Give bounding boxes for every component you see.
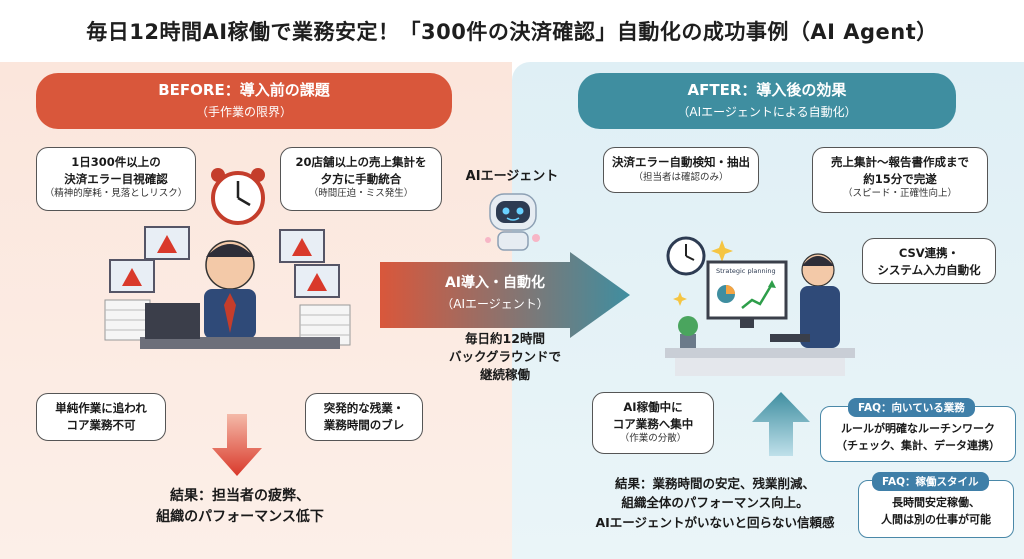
after-header: AFTER：導入後の効果 （AIエージェントによる自動化） (578, 73, 956, 129)
before-issue-4-line-1: 突発的な残業・ (323, 401, 405, 415)
faq-suitable-work: ルールが明確なルーチンワーク （チェック、集計、データ連携） (820, 406, 1016, 462)
after-effect-2-line-2: 約15分で完遂 (863, 171, 937, 186)
faq-1-line-2: （チェック、集計、データ連携） (835, 438, 1000, 452)
before-result: 結果：担当者の疲弊、 組織のパフォーマンス低下 (95, 486, 385, 528)
faq-2-line-1: 長時間安定稼働、 (892, 496, 980, 509)
after-effect-3-line-1: CSV連携・ (898, 246, 960, 260)
after-result-line-1: 結果：業務時間の安定、残業削減、 (614, 476, 815, 491)
before-issue-2-sub: （時間圧迫・ミス発生） (308, 188, 414, 200)
after-effect-1-sub: （担当者は確認のみ） (633, 171, 729, 183)
robot-icon (485, 193, 540, 251)
before-issue-2-line-1: 20店舗以上の売上集計を (295, 155, 427, 169)
faq-tag-operation-style: FAQ：稼働スタイル (872, 472, 989, 491)
before-issue-no-core-work: 単純作業に追われ コア業務不可 (36, 393, 166, 441)
sparkle-icon (673, 240, 733, 306)
alarm-clock-icon (211, 168, 265, 225)
after-effect-csv: CSV連携・ システム入力自動化 (862, 238, 996, 284)
before-header-subtitle: （手作業の限界） (195, 105, 292, 119)
before-issue-4-line-2: 業務時間のブレ (323, 417, 405, 432)
warning-monitors (109, 226, 340, 298)
after-header-subtitle: （AIエージェントによる自動化） (677, 105, 857, 119)
before-result-line-1: 結果：担当者の疲弊、 (170, 488, 310, 504)
after-effect-core-focus: AI稼働中に コア業務へ集中 （作業の分散） (592, 392, 714, 454)
before-issue-3-line-2: コア業務不可 (66, 417, 136, 432)
note-line-1: 毎日約12時間 (465, 331, 545, 346)
before-header: BEFORE：導入前の課題 （手作業の限界） (36, 73, 452, 129)
after-effect-error-detect: 決済エラー自動検知・抽出 （担当者は確認のみ） (603, 147, 759, 193)
after-effect-1-line-1: 決済エラー自動検知・抽出 (612, 155, 750, 169)
faq-tag-suitable-work: FAQ：向いている業務 (848, 398, 975, 417)
after-result: 結果：業務時間の安定、残業削減、 組織全体のパフォーマンス向上。 AIエージェン… (570, 474, 860, 532)
after-effect-3-line-2: システム入力自動化 (877, 262, 981, 277)
down-arrow-icon (212, 414, 262, 476)
arrow-label-main: AI導入・自動化 (444, 275, 546, 291)
after-effect-4-line-1: AI稼働中に (623, 400, 683, 414)
after-result-line-3: AIエージェントがいないと回らない信頼感 (595, 514, 835, 530)
continuous-operation-note: 毎日約12時間 バックグラウンドで 継続稼働 (420, 330, 590, 384)
title-bar: 毎日12時間AI稼働で業務安定！「300件の決済確認」自動化の成功事例（AI A… (0, 0, 1024, 62)
note-line-3: 継続稼働 (479, 367, 530, 383)
before-issue-error-check: 1日300件以上の 決済エラー目視確認 （精神的摩耗・見落としリスク） (36, 147, 196, 211)
before-issue-1-sub: （精神的摩耗・見落としリスク） (44, 188, 188, 200)
screen-title: Strategic planning (716, 267, 776, 275)
arrow-label-sub: （AIエージェント） (441, 297, 549, 311)
after-effect-2-sub: （スピード・正確性向上） (842, 188, 957, 200)
page-title: 毎日12時間AI稼働で業務安定！「300件の決済確認」自動化の成功事例（AI A… (86, 20, 938, 44)
before-header-title: BEFORE：導入前の課題 (158, 81, 330, 99)
after-result-line-2: 組織全体のパフォーマンス向上。 (621, 495, 809, 511)
stressed-worker-illustration (104, 168, 351, 349)
faq-1-line-1: ルールが明確なルーチンワーク (841, 422, 995, 435)
before-issue-overtime: 突発的な残業・ 業務時間のブレ (305, 393, 423, 441)
before-result-line-2: 組織のパフォーマンス低下 (156, 509, 324, 525)
before-issue-sales-aggregation: 20店舗以上の売上集計を 夕方に手動統合 （時間圧迫・ミス発生） (280, 147, 442, 211)
before-issue-3-line-1: 単純作業に追われ (55, 401, 147, 415)
after-effect-report-15min: 売上集計〜報告書作成まで 約15分で完遂 （スピード・正確性向上） (812, 147, 988, 213)
ai-agent-label: AIエージェント (465, 169, 559, 184)
before-issue-2-line-2: 夕方に手動統合 (320, 171, 402, 186)
before-issue-1-line-1: 1日300件以上の (71, 155, 161, 169)
after-effect-2-line-1: 売上集計〜報告書作成まで (831, 155, 969, 169)
note-line-2: バックグラウンドで (448, 349, 561, 365)
wall-clock-icon (666, 236, 706, 276)
calm-worker-illustration: Strategic planning (665, 236, 855, 376)
after-effect-4-line-2: コア業務へ集中 (612, 416, 694, 431)
transformation-arrow (380, 252, 630, 338)
before-issue-1-line-2: 決済エラー目視確認 (64, 171, 168, 186)
arrow-label: AI導入・自動化 （AIエージェント） (400, 272, 590, 312)
faq-2-line-2: 人間は別の仕事が可能 (881, 512, 991, 526)
up-arrow-icon (752, 392, 810, 456)
after-header-title: AFTER：導入後の効果 (687, 81, 847, 99)
after-effect-4-sub: （作業の分散） (619, 433, 687, 445)
